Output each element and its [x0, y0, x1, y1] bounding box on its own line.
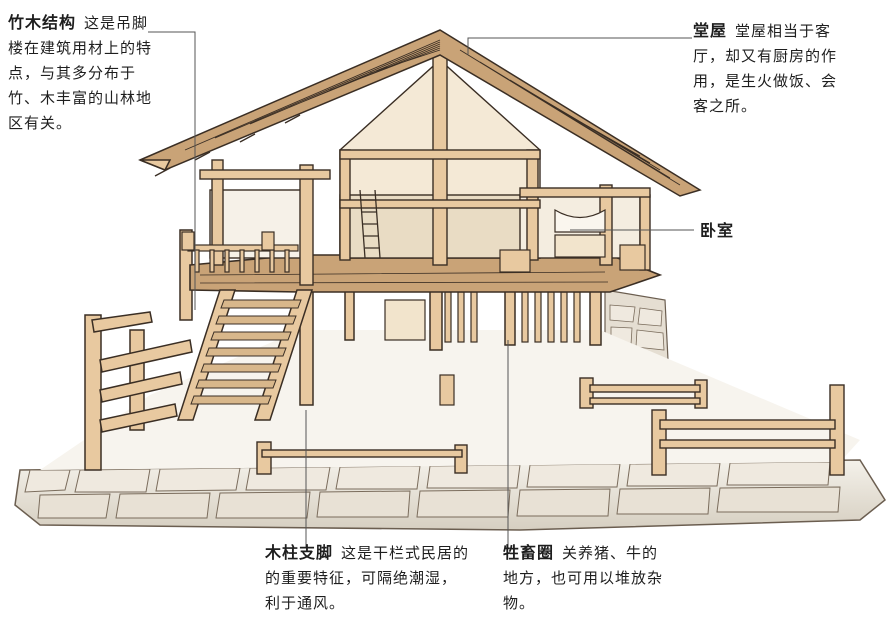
callout-term: 木柱支脚: [265, 543, 333, 562]
callout-livestock-pen: 牲畜圈关养猪、牛的地方，也可用以堆放杂物。: [503, 540, 668, 616]
callout-bedroom: 卧室: [700, 218, 780, 244]
callout-term: 竹木结构: [8, 13, 76, 32]
callout-term: 堂屋: [693, 21, 727, 40]
callout-term: 牲畜圈: [503, 543, 554, 562]
leader-hall: [468, 38, 692, 55]
callout-wooden-stilts: 木柱支脚这是干栏式民居的的重要特征，可隔绝潮湿，利于通风。: [265, 540, 470, 616]
callout-main-hall: 堂屋堂屋相当于客厅，却又有厨房的作用，是生火做饭、会客之所。: [693, 18, 843, 119]
callout-bamboo-wood-structure: 竹木结构这是吊脚楼在建筑用材上的特点，与其多分布于竹、木丰富的山林地区有关。: [8, 10, 158, 136]
callout-term: 卧室: [700, 221, 734, 240]
